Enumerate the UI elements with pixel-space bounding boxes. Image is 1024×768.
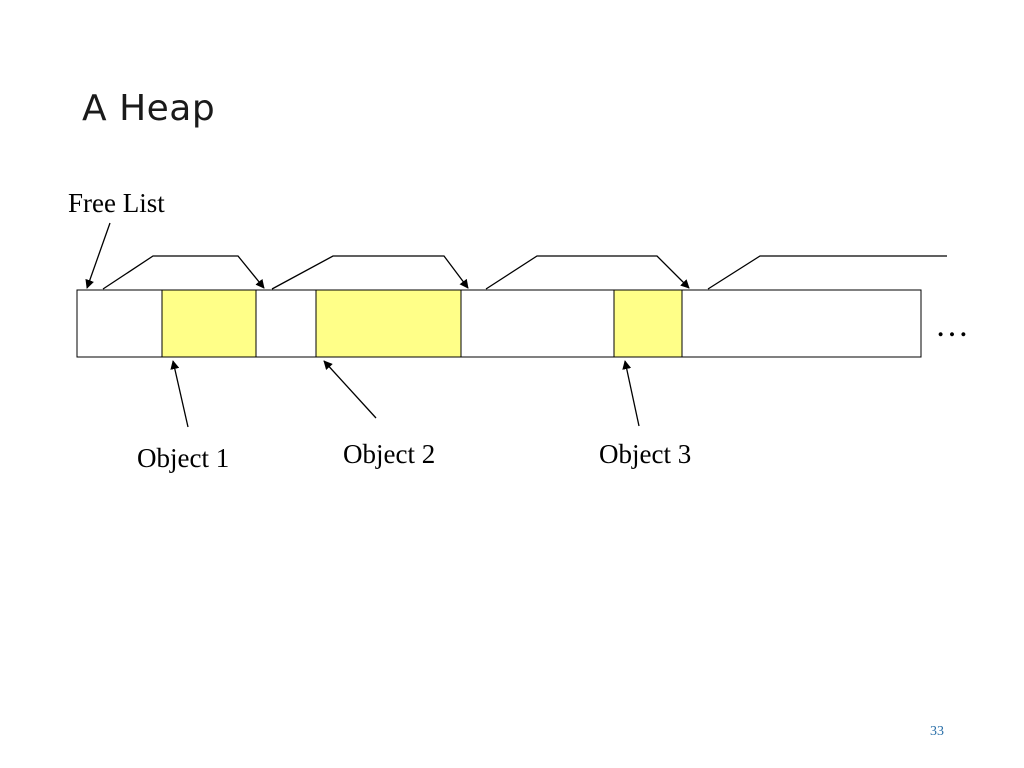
object-2-block [315, 289, 462, 358]
object-3-block [613, 289, 683, 358]
object-3-pointer-arrow [622, 360, 640, 427]
object-2-pointer-arrow [323, 360, 377, 419]
free-link-4 [707, 255, 947, 290]
free-list-pointer-arrow [85, 222, 111, 289]
object-1-label: Object 1 [137, 443, 229, 473]
free-list-label: Free List [68, 188, 165, 218]
free-link-3 [485, 255, 690, 290]
slide-title: A Heap [82, 88, 216, 129]
page-number: 33 [930, 724, 944, 739]
heap-continuation-ellipsis: … [935, 307, 969, 344]
free-link-2 [271, 255, 469, 290]
object-2-label: Object 2 [343, 439, 435, 469]
object-3-label: Object 3 [599, 439, 691, 469]
free-link-1 [102, 255, 265, 290]
object-1-pointer-arrow [170, 360, 189, 428]
object-1-block [161, 289, 257, 358]
